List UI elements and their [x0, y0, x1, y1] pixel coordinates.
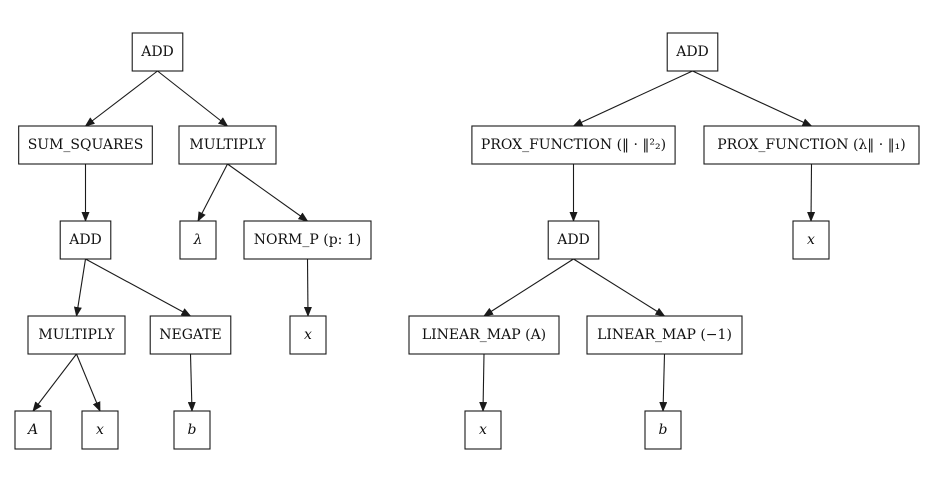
edge-l-add-root-to-l-sum-squares — [84, 70, 158, 127]
node-r-add-root: ADD — [666, 32, 719, 72]
node-l-sum-squares: SUM_SQUARES — [18, 125, 153, 165]
node-label: x — [96, 422, 104, 438]
node-r-b: b — [644, 410, 682, 450]
node-l-negate: NEGATE — [149, 315, 232, 355]
edge-r-prox-l1-to-r-x-prox — [807, 163, 816, 222]
node-label: λ — [193, 232, 203, 248]
node-r-x-prox: x — [792, 220, 830, 260]
node-label: NEGATE — [159, 327, 222, 343]
node-r-add-inner: ADD — [547, 220, 600, 260]
node-box — [666, 32, 719, 72]
node-box — [547, 220, 600, 260]
node-label: x — [304, 327, 312, 343]
node-label: ADD — [140, 44, 174, 60]
node-box — [586, 315, 743, 355]
nodes-layer: ADD SUM_SQUARES MULTIPLY ADD λ NORM_P (p: 1) M… — [14, 32, 920, 450]
edge-l-add-inner-to-l-negate — [85, 258, 192, 317]
node-box — [243, 220, 372, 260]
node-r-linear-a: LINEAR_MAP (A) — [408, 315, 560, 355]
node-box — [471, 125, 676, 165]
node-label: MULTIPLY — [38, 327, 115, 343]
node-box — [131, 32, 184, 72]
node-box — [792, 220, 830, 260]
node-l-x-norm: x — [289, 315, 327, 355]
node-l-add-root: ADD — [131, 32, 184, 72]
node-label: SUM_SQUARES — [28, 137, 144, 153]
node-box — [59, 220, 112, 260]
node-label: A — [26, 422, 38, 438]
node-l-lambda: λ — [179, 220, 217, 260]
node-l-add-inner: ADD — [59, 220, 112, 260]
node-box — [149, 315, 232, 355]
node-box — [179, 220, 217, 260]
node-label: x — [479, 422, 487, 438]
node-label: ADD — [675, 44, 709, 60]
edge-l-multiply-inner-to-l-a — [32, 353, 77, 412]
node-box — [173, 410, 211, 450]
node-l-norm-p: NORM_P (p: 1) — [243, 220, 372, 260]
node-l-multiply-inner: MULTIPLY — [27, 315, 126, 355]
node-box — [27, 315, 126, 355]
node-box — [464, 410, 502, 450]
node-r-x-lin: x — [464, 410, 502, 450]
node-label: LINEAR_MAP (A) — [422, 327, 546, 343]
node-label: b — [659, 422, 668, 438]
node-r-linear-neg1: LINEAR_MAP (−1) — [586, 315, 743, 355]
edge-l-add-inner-to-l-multiply-inner — [73, 258, 87, 317]
node-label: x — [807, 232, 815, 248]
node-label: LINEAR_MAP (−1) — [597, 327, 732, 343]
edge-l-norm-p-to-l-x-norm — [303, 258, 312, 317]
edge-r-linear-a-to-r-x-lin — [479, 353, 488, 412]
node-l-a: A — [14, 410, 52, 450]
node-label: NORM_P (p: 1) — [254, 232, 361, 248]
node-r-prox-sq: PROX_FUNCTION (‖ · ‖²₂) — [471, 125, 676, 165]
node-label: ADD — [68, 232, 102, 248]
edge-r-linear-neg1-to-r-b — [659, 353, 668, 412]
edge-r-add-root-to-r-prox-sq — [572, 70, 693, 127]
edge-l-negate-to-l-b — [187, 353, 196, 412]
node-box — [18, 125, 153, 165]
node-r-prox-l1: PROX_FUNCTION (λ‖ · ‖₁) — [703, 125, 920, 165]
node-label: ADD — [556, 232, 590, 248]
edge-r-add-inner-to-r-linear-neg1 — [573, 258, 666, 317]
edge-l-add-root-to-l-multiply-top — [157, 70, 229, 127]
edge-l-multiply-top-to-l-lambda — [197, 163, 228, 222]
node-box — [289, 315, 327, 355]
node-l-multiply-top: MULTIPLY — [178, 125, 277, 165]
edge-r-add-root-to-r-prox-l1 — [692, 70, 813, 127]
node-box — [81, 410, 119, 450]
edge-l-multiply-inner-to-l-x-mult — [75, 353, 101, 412]
node-label: PROX_FUNCTION (λ‖ · ‖₁) — [717, 137, 905, 153]
node-box — [644, 410, 682, 450]
edge-l-multiply-top-to-l-norm-p — [227, 163, 309, 222]
node-box — [703, 125, 920, 165]
node-l-b: b — [173, 410, 211, 450]
node-box — [408, 315, 560, 355]
node-box — [14, 410, 52, 450]
node-l-x-mult: x — [81, 410, 119, 450]
node-label: b — [188, 422, 197, 438]
node-box — [178, 125, 277, 165]
node-label: PROX_FUNCTION (‖ · ‖²₂) — [481, 137, 666, 153]
edges-layer — [32, 70, 816, 412]
edge-r-add-inner-to-r-linear-a — [483, 258, 574, 317]
node-label: MULTIPLY — [189, 137, 266, 153]
